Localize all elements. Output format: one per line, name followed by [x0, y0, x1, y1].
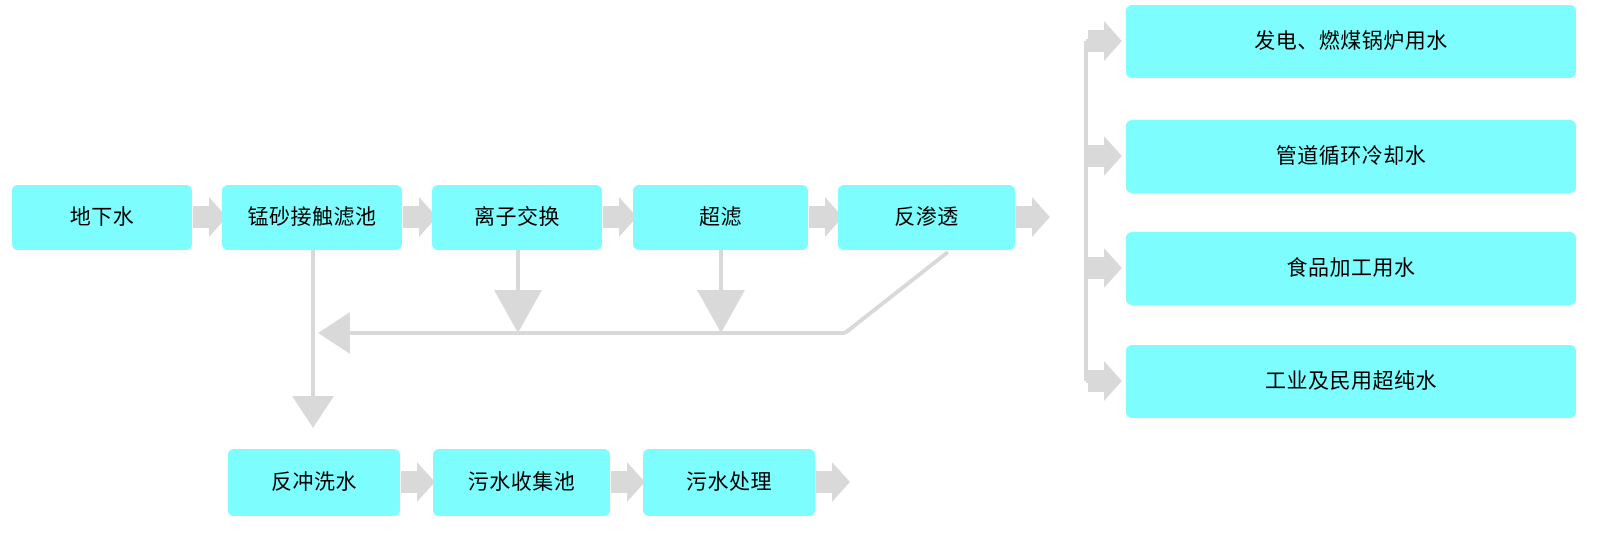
- drop-line-manganese-to-backwash: [292, 250, 334, 428]
- drop-line-ion-exchange-to-return: [494, 250, 542, 333]
- return-line-to-backwash: [318, 312, 845, 354]
- output-branch-bus: [1084, 39, 1092, 383]
- node-backwash-water[interactable]: 反冲洗水: [228, 449, 400, 516]
- node-food-processing-water[interactable]: 食品加工用水: [1126, 232, 1576, 305]
- node-sewage-collection-tank[interactable]: 污水收集池: [433, 449, 610, 516]
- node-groundwater[interactable]: 地下水: [12, 185, 192, 250]
- node-power-coal-boiler-water[interactable]: 发电、燃煤锅炉用水: [1126, 5, 1576, 78]
- node-manganese-sand-filter[interactable]: 锰砂接触滤池: [222, 185, 402, 250]
- output-branch-arrows: [1088, 21, 1122, 401]
- node-ultrafiltration[interactable]: 超滤: [633, 185, 808, 250]
- drop-line-ultrafiltration-to-return: [697, 250, 745, 333]
- node-pipeline-cooling-water[interactable]: 管道循环冷却水: [1126, 120, 1576, 193]
- node-ion-exchange[interactable]: 离子交换: [432, 185, 602, 250]
- diagonal-line-reverse-osmosis-to-return: [843, 250, 950, 335]
- node-sewage-treatment[interactable]: 污水处理: [643, 449, 815, 516]
- node-ultrapure-water[interactable]: 工业及民用超纯水: [1126, 345, 1576, 418]
- node-reverse-osmosis[interactable]: 反渗透: [838, 185, 1015, 250]
